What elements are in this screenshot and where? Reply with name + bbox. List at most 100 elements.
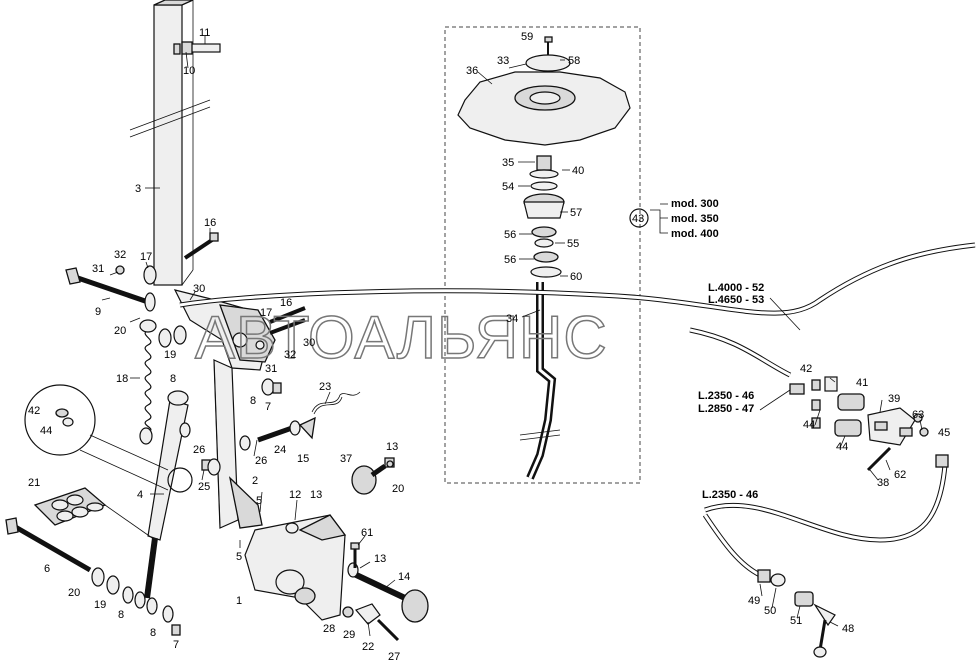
cylinder-4 <box>144 390 193 599</box>
disc-assembly <box>457 36 631 480</box>
vertical-tube <box>129 0 211 286</box>
detail-circle <box>24 384 169 491</box>
callout-59: 59 <box>521 31 533 43</box>
callout-31: 31 <box>92 263 104 275</box>
callout-24: 24 <box>274 444 286 456</box>
callout-37: 37 <box>340 453 352 465</box>
hose-note-l2350b: L.2350 - 46 <box>702 489 758 501</box>
callout-14: 14 <box>398 571 410 583</box>
callout-28: 28 <box>323 623 335 635</box>
callout-44c: 44 <box>836 441 848 453</box>
spring-18 <box>139 319 157 445</box>
callout-6: 6 <box>44 563 50 575</box>
callout-8c: 8 <box>118 609 124 621</box>
callout-35: 35 <box>502 157 514 169</box>
callout-25: 25 <box>198 481 210 493</box>
callout-5: 5 <box>256 495 262 507</box>
upper-bracket <box>158 289 306 371</box>
callout-58: 58 <box>568 55 580 67</box>
callout-5b: 5 <box>236 551 242 563</box>
callout-62: 62 <box>894 469 906 481</box>
bolt-61 <box>350 542 360 568</box>
callout-7: 7 <box>265 401 271 413</box>
bolt-9 <box>65 267 156 312</box>
callout-8b: 8 <box>250 395 256 407</box>
callout-1: 1 <box>236 595 242 607</box>
callout-labels: 11 10 3 16 32 31 17 30 9 20 16 17 19 31 … <box>28 27 950 663</box>
callout-10: 10 <box>183 65 195 77</box>
callout-2: 2 <box>252 475 258 487</box>
bolt-6 <box>5 517 181 636</box>
callout-48: 48 <box>842 623 854 635</box>
callout-20b: 20 <box>392 483 404 495</box>
knob-37 <box>351 457 395 495</box>
callout-19b: 19 <box>94 599 106 611</box>
callout-50: 50 <box>764 605 776 617</box>
callout-15: 15 <box>297 453 309 465</box>
callout-26b: 26 <box>255 455 267 467</box>
callout-22: 22 <box>362 641 374 653</box>
callout-21: 21 <box>28 477 40 489</box>
callout-13c: 13 <box>374 553 386 565</box>
handle-14 <box>347 562 429 623</box>
callout-20: 20 <box>114 325 126 337</box>
mod-bracket <box>650 203 668 234</box>
seal-kit <box>33 487 156 541</box>
callout-13: 13 <box>310 489 322 501</box>
callout-8: 8 <box>170 373 176 385</box>
callout-32: 32 <box>114 249 126 261</box>
hose-note-l2350: L.2350 - 46 <box>698 390 754 402</box>
callout-57: 57 <box>570 207 582 219</box>
callout-18: 18 <box>116 373 128 385</box>
callout-51: 51 <box>790 615 802 627</box>
callout-45: 45 <box>938 427 950 439</box>
chain-23 <box>311 391 361 415</box>
callout-29: 29 <box>343 629 355 641</box>
hose-note-l4000: L.4000 - 52 <box>708 282 764 294</box>
callout-42b: 42 <box>800 363 812 375</box>
callout-34: 34 <box>506 313 518 325</box>
mod-400: mod. 400 <box>671 228 719 240</box>
lower-bracket <box>244 514 347 621</box>
callout-54: 54 <box>502 181 514 193</box>
pin-16 <box>183 232 219 260</box>
watermark: АВТОАЛЬЯНС <box>195 304 608 371</box>
callout-31b: 31 <box>265 363 277 375</box>
callout-49: 49 <box>748 595 760 607</box>
callout-44b: 44 <box>803 419 815 431</box>
callout-33: 33 <box>497 55 509 67</box>
callout-44: 44 <box>40 425 52 437</box>
callout-19: 19 <box>164 349 176 361</box>
callout-63: 63 <box>912 409 924 421</box>
callout-4: 4 <box>137 489 143 501</box>
callout-26: 26 <box>193 444 205 456</box>
callout-43-circle <box>629 208 649 228</box>
callout-23: 23 <box>319 381 331 393</box>
callout-40: 40 <box>572 165 584 177</box>
callout-38: 38 <box>877 477 889 489</box>
callout-61: 61 <box>361 527 373 539</box>
clamp-22 <box>342 603 400 642</box>
hose-note-l4650: L.4650 - 53 <box>708 294 764 306</box>
callout-12: 12 <box>289 489 301 501</box>
callout-27: 27 <box>388 651 400 663</box>
callout-56b: 56 <box>504 254 516 266</box>
callout-32b: 32 <box>284 349 296 361</box>
callout-16: 16 <box>204 217 216 229</box>
mod-350: mod. 350 <box>671 213 719 225</box>
callout-39: 39 <box>888 393 900 405</box>
hose-note-l2850: L.2850 - 47 <box>698 403 754 415</box>
callout-11: 11 <box>199 27 210 39</box>
callout-43: 43 <box>632 213 644 225</box>
leader-lines <box>101 35 923 637</box>
callout-9: 9 <box>95 306 101 318</box>
callout-41: 41 <box>856 377 868 389</box>
callout-42: 42 <box>28 405 40 417</box>
callout-55: 55 <box>567 238 579 250</box>
mod-300: mod. 300 <box>671 198 719 210</box>
callout-16b: 16 <box>280 297 292 309</box>
callout-30: 30 <box>193 283 205 295</box>
disc-assembly-box <box>444 26 641 484</box>
